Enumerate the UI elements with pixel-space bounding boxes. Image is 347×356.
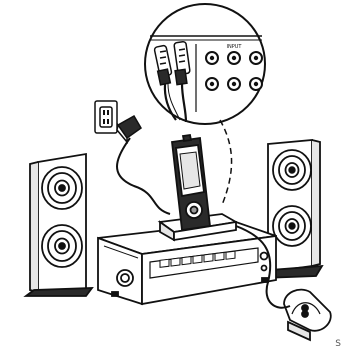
input-label: INPUT [227, 44, 243, 50]
power-cable [117, 138, 170, 214]
left-speaker [26, 154, 92, 296]
wall-outlet [95, 101, 117, 133]
antenna [284, 290, 331, 340]
portable-player [172, 135, 210, 230]
edge-letter: S [335, 339, 341, 349]
dashed-cable [220, 120, 232, 205]
input-panel-callout: INPUT [145, 4, 265, 124]
